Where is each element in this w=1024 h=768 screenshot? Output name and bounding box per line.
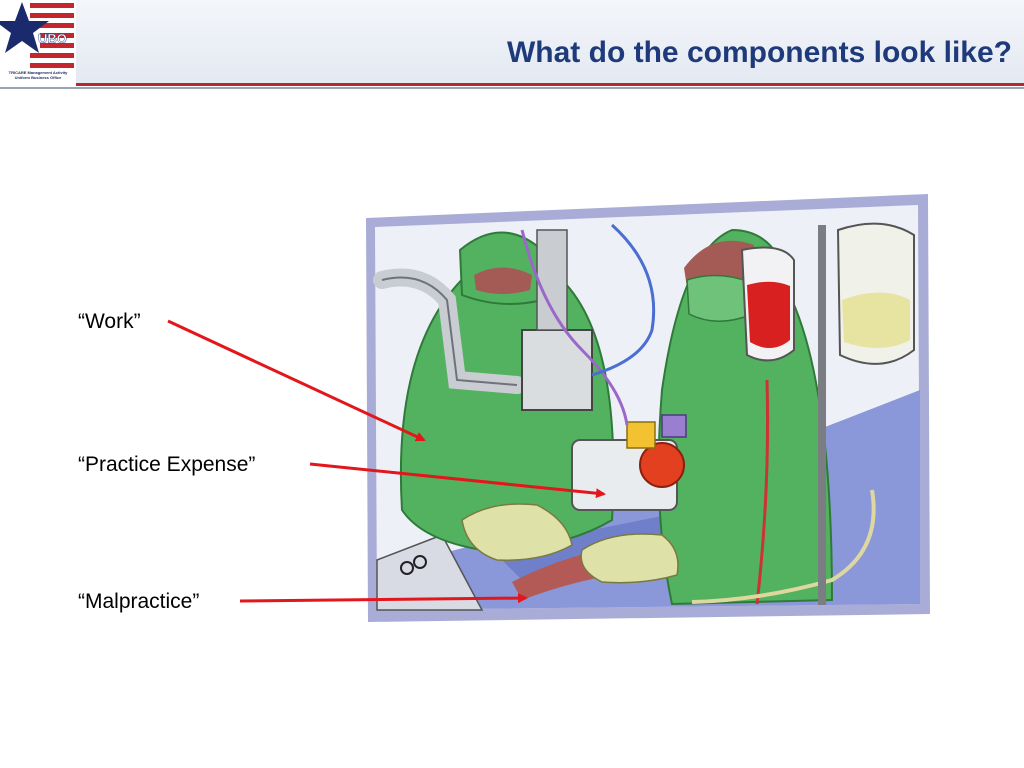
logo-caption-line2: Uniform Business Office xyxy=(14,75,62,80)
header-bar xyxy=(0,0,1024,84)
header-divider-gray xyxy=(0,87,1024,89)
label-practice-expense: “Practice Expense” xyxy=(78,453,256,476)
label-malpractice: “Malpractice” xyxy=(78,590,200,613)
logo-caption: TRICARE Management Activity Uniform Busi… xyxy=(0,70,76,80)
header-divider-red xyxy=(0,83,1024,86)
label-work: “Work” xyxy=(78,310,141,333)
iv-stand xyxy=(740,222,915,605)
logo-text: UBO xyxy=(38,31,67,46)
page-title: What do the components look like? xyxy=(506,36,1012,69)
logo-caption-line1: TRICARE Management Activity xyxy=(8,70,68,75)
tubing xyxy=(520,223,876,605)
surgery-illustration xyxy=(366,194,930,622)
instrument-tray xyxy=(376,534,484,611)
ubo-logo: UBO TRICARE Management Activity Uniform … xyxy=(0,0,76,86)
star-stripes-logo-icon: UBO xyxy=(0,0,76,70)
